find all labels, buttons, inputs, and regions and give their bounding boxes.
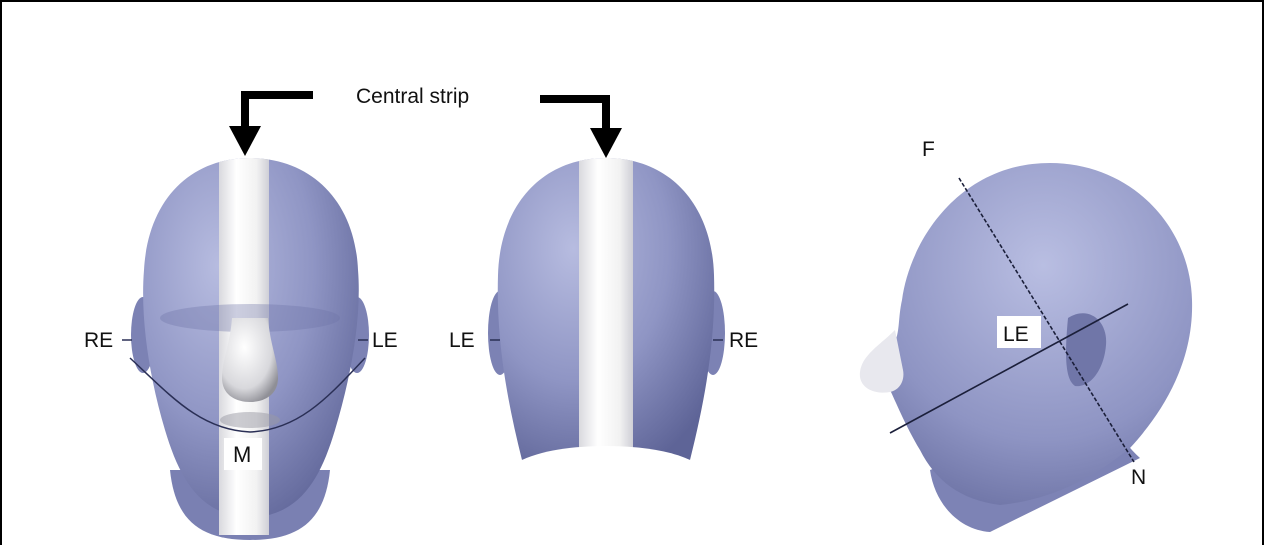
back-left-ear-label: LE — [449, 329, 475, 352]
front-head: M — [122, 150, 369, 547]
central-strip-label: Central strip — [356, 85, 469, 108]
front-left-ear-label: LE — [372, 329, 398, 352]
front-right-ear-label: RE — [84, 329, 113, 352]
back-central-strip — [579, 150, 633, 470]
side-neck-label: N — [1131, 466, 1146, 489]
right-arrow-icon — [540, 99, 622, 158]
back-head — [488, 150, 725, 546]
side-left-ear-label: LE — [1003, 323, 1029, 346]
left-arrow-icon — [229, 95, 313, 156]
front-mouth-label: M — [233, 442, 251, 467]
side-forehead-label: F — [922, 138, 935, 161]
back-right-ear-label: RE — [729, 329, 758, 352]
